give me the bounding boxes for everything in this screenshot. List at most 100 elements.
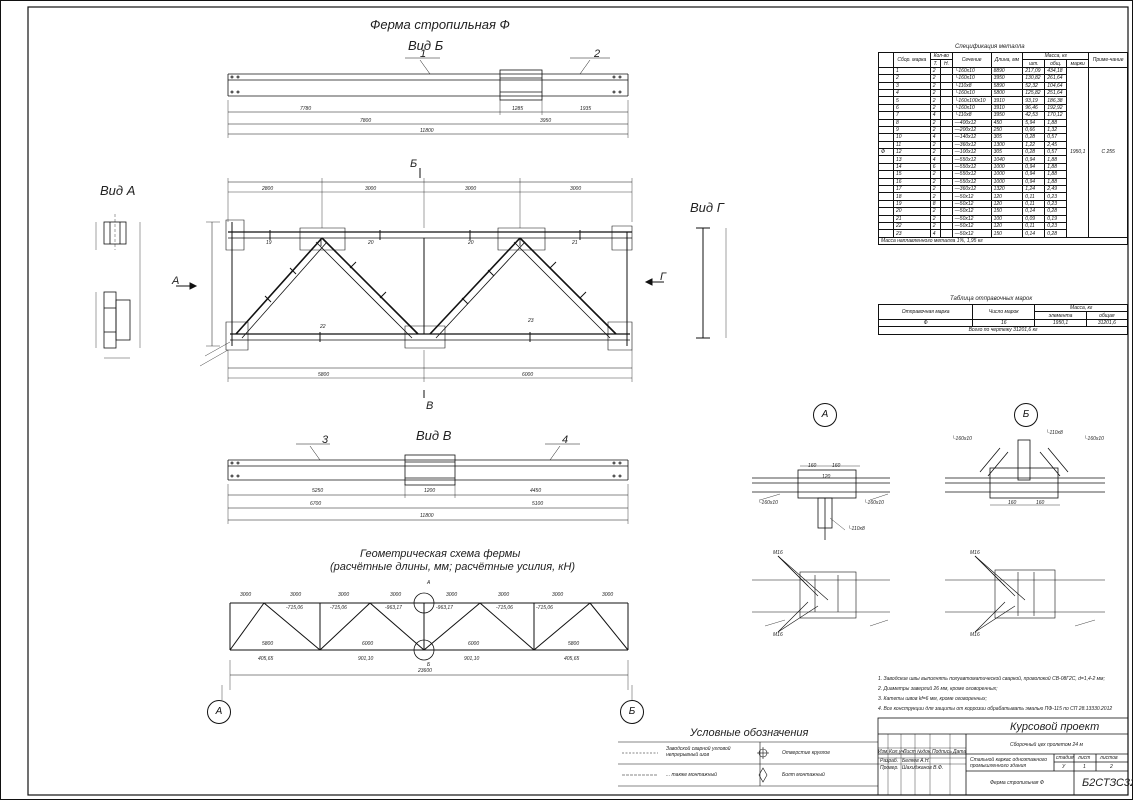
view-v-dim-4: 6700 [310,501,322,507]
spec-cell-mark: 11 [893,140,931,150]
member-mark-20b: 20 [468,240,474,246]
spec-cell-qty-n [940,170,953,179]
spec-cell-qty-n [940,81,953,90]
spec-cell-length: 150 [990,207,1024,216]
spec-cell-gutter [878,155,894,164]
spec-cell-mass-total: 434,18 [1044,66,1068,76]
spec-cell-mass-total: 1,88 [1044,155,1068,164]
spec-cell-length: 1000 [990,162,1024,172]
spec-cell-mark: 22 [893,221,931,231]
spec-cell-qty-n [940,214,953,224]
spec-cell-mass-pcs: 0,94 [1022,162,1046,172]
main-dim-5: 5800 [318,372,330,378]
view-v-title: Вид В [416,428,452,443]
node-a-angle-right: └160х10 [864,500,884,506]
spec-cell-gutter [878,177,894,187]
spec-cell-qty-n [940,74,953,83]
node-plan-a [752,555,890,633]
view-v-dim-3: 4450 [530,488,542,494]
legend-frame [618,741,878,787]
geom-top-length-3: 3000 [338,592,350,598]
spec-cell-qty-n [940,185,953,194]
spec-cell-qty-t: 4 [929,229,942,238]
spec-cell-qty-t: 2 [929,140,942,150]
note-2: 2. Диаметры заверлий 26 мм, кроме оговор… [878,686,998,692]
geom-top-length-2: 3000 [290,592,302,598]
view-b-dim-6: 11800 [420,128,434,134]
spec-cell-gutter [878,118,894,127]
view-b-title: Вид Б [408,38,444,53]
geom-top-length-7: 3000 [552,592,564,598]
spec-cell-mass-pcs: 0,11 [1022,192,1046,201]
note-4: 4. Все конструкции для защиты от коррози… [878,706,1113,712]
spec-cell-note: С 255 [1088,66,1128,238]
geom-scheme-subtitle: (расчётные длины, мм; расчётные усилия, … [330,561,576,573]
spec-cell-section: —550х12 [951,177,992,187]
spec-cell-section: —140х12 [951,133,992,142]
spec-cell-qty-t: 2 [929,103,942,113]
view-g-title: Вид Г [690,200,724,215]
spec-cell-gutter [878,140,894,150]
spec-cell-mark: 17 [893,185,931,194]
spec-cell-length: 3950 [990,111,1024,120]
title-block-project: Курсовой проект [1010,721,1100,733]
member-mark-20a: 20 [368,240,374,246]
spec-cell-length: 5800 [990,88,1024,98]
geom-force-4: -963,17 [436,605,453,611]
spec-cell-gutter [878,66,894,76]
main-dim-4: 3000 [570,186,582,192]
title-block-sheet-header: лист [1078,755,1091,761]
geom-force-2: -715,06 [330,605,347,611]
title-block-col-kol: Кол.уч. [889,749,906,755]
node-a-dim-2: 160 [832,463,841,469]
spec-cell-qty-t: 2 [929,88,942,98]
spec-cell-gutter [878,88,894,98]
spec-header-qty: Кол-во [929,51,953,61]
spec-cell-qty-n [940,199,953,209]
spec-cell-mass-pcs: 0,94 [1022,177,1046,187]
spec-cell-length: 1300 [990,140,1024,150]
note-1: 1. Заводские швы выполнять полуавтоматич… [878,676,1105,682]
main-dim-3: 3000 [465,186,477,192]
legend-bolt: Болт монтажный [782,772,825,778]
geom-node-a-label: А [427,580,431,586]
geom-bottom-1: 5800 [262,641,274,647]
spec-cell-length: 1000 [990,170,1024,179]
spec-cell-section: —400х12 [951,118,992,127]
shipping-cell-element: 1950,1 [1034,318,1087,328]
geom-bottom-force-3: 901,10 [464,656,480,662]
geom-total-length: 23600 [418,668,432,674]
legend-title: Условные обозначения [690,727,809,739]
title-block-row-dev: Разраб. [880,758,899,764]
member-mark-23: 23 [528,318,534,324]
spec-cell-gutter [878,221,894,231]
spec-cell-qty-t: 2 [929,125,942,135]
spec-cell-mass-total: 170,12 [1044,111,1068,120]
spec-cell-mark: 4 [893,88,931,98]
spec-cell-section: └160х10 [951,74,992,83]
spec-cell-length: 150 [990,229,1024,238]
view-b-dim-5: 7800 [360,118,372,124]
section-a-arrow: А [172,275,180,287]
node-plan-b [945,555,1105,633]
spec-cell-mark: 2 [893,74,931,83]
title-block-subject: Сборочный цех пролетом 24 м [1010,742,1083,748]
spec-cell-mass-total: 0,57 [1044,148,1068,157]
spec-cell-qty-n [940,162,953,172]
spec-cell-length: 5890 [990,81,1024,90]
geom-force-6: -715,06 [536,605,553,611]
axis-marker-b: Б [620,700,644,724]
shipping-cell-count: 16 [972,318,1036,328]
spec-cell-section: —50х12 [951,229,992,238]
spec-cell-qty-t: 2 [929,185,942,194]
spec-cell-mark: 3 [893,81,931,90]
geom-top-length-6: 3000 [498,592,510,598]
spec-cell-mark: 5 [893,96,931,105]
spec-header-length: Длина, мм [990,52,1024,68]
spec-cell-mass-total: 192,92 [1044,103,1068,113]
geom-top-length-4: 3000 [390,592,402,598]
